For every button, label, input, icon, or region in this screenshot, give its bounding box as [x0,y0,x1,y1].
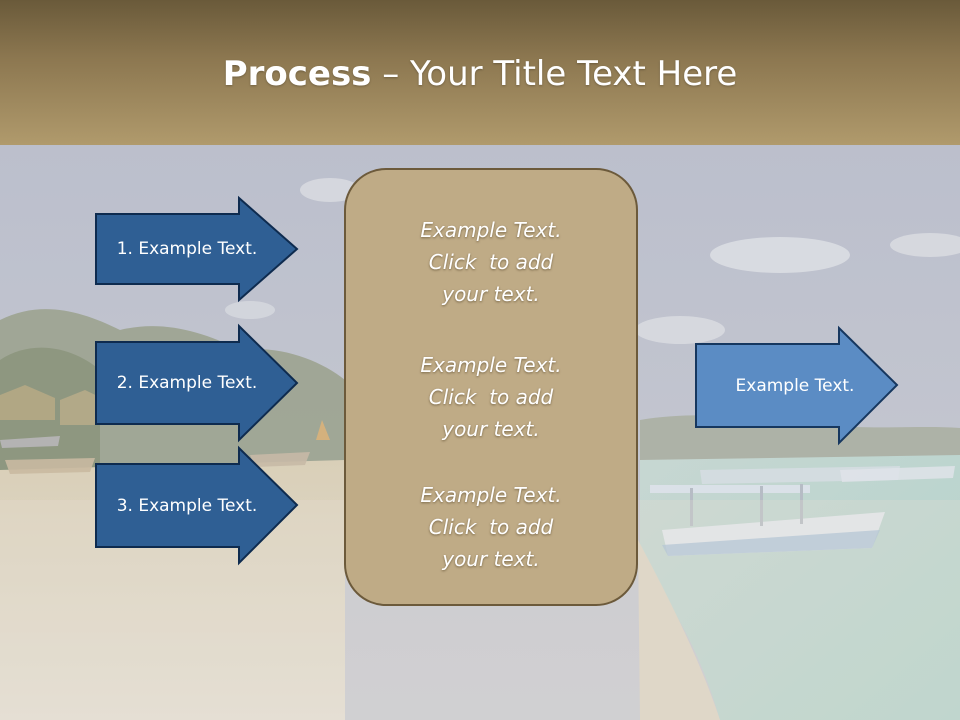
left-arrow-3-label: 3. Example Text. [116,496,258,516]
panel-line: Click to add [428,385,554,409]
left-arrow-1-label: 1. Example Text. [116,239,258,259]
panel-line: Example Text. [420,218,562,242]
panel-text-block-2[interactable]: Example Text. Click to add your text. [346,349,636,445]
left-arrow-2[interactable]: 2. Example Text. [95,323,299,443]
right-arrow-label: Example Text. [735,376,855,396]
title-bold: Process [222,54,372,94]
center-text-panel[interactable]: Example Text. Click to add your text. Ex… [344,168,638,606]
arrow-shape-icon [95,445,299,566]
panel-line: Example Text. [420,353,562,377]
panel-line: Click to add [428,515,554,539]
panel-text-block-3[interactable]: Example Text. Click to add your text. [346,479,636,575]
arrow-shape-icon [695,325,899,446]
slide-title[interactable]: Process – Your Title Text Here [0,52,960,96]
panel-text-block-1[interactable]: Example Text. Click to add your text. [346,214,636,310]
title-band [0,0,960,145]
right-arrow[interactable]: Example Text. [695,325,899,446]
left-arrow-1[interactable]: 1. Example Text. [95,195,299,303]
panel-line: your text. [442,282,540,306]
panel-line: your text. [442,417,540,441]
panel-line: your text. [442,547,540,571]
left-arrow-2-label: 2. Example Text. [116,373,258,393]
arrow-shape-icon [95,195,299,303]
arrow-shape-icon [95,323,299,443]
title-rest: – Your Title Text Here [371,54,738,94]
panel-line: Example Text. [420,483,562,507]
left-arrow-3[interactable]: 3. Example Text. [95,445,299,566]
panel-line: Click to add [428,250,554,274]
